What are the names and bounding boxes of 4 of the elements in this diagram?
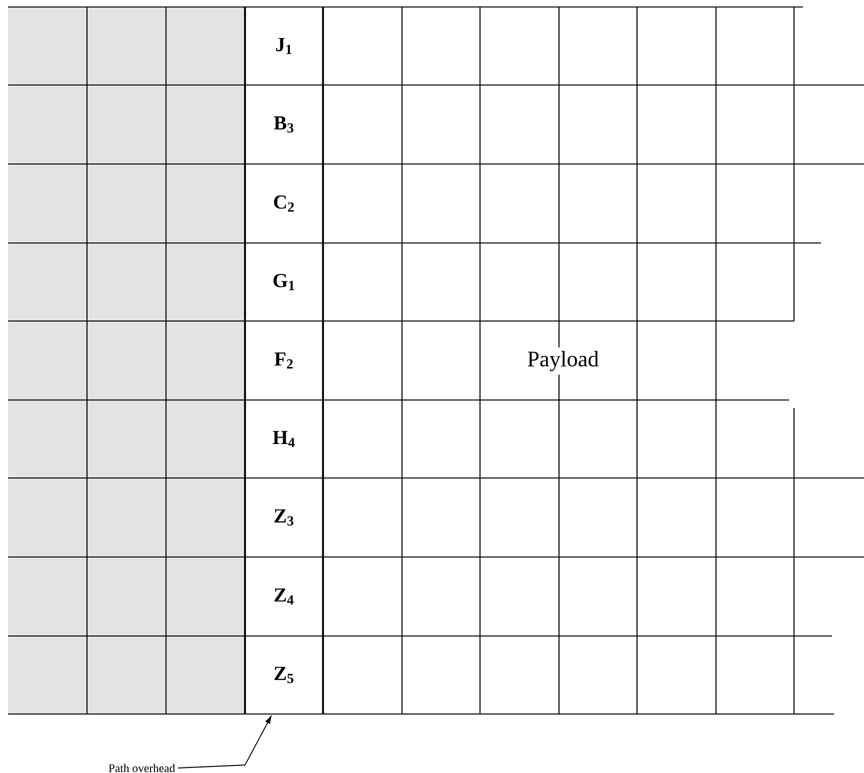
leader-line — [178, 716, 272, 768]
callout-text: Path overhead — [108, 764, 175, 772]
region-label: Payload — [524, 347, 602, 375]
overhead-column: J$_{1}$ B$_{3}$ C$_{2}$ G$_{1}$ F$_{2}$ H$_{4}$ Z$_{3}$ Z$_{4}$ Z$_{5}$ — [272, 38, 295, 684]
